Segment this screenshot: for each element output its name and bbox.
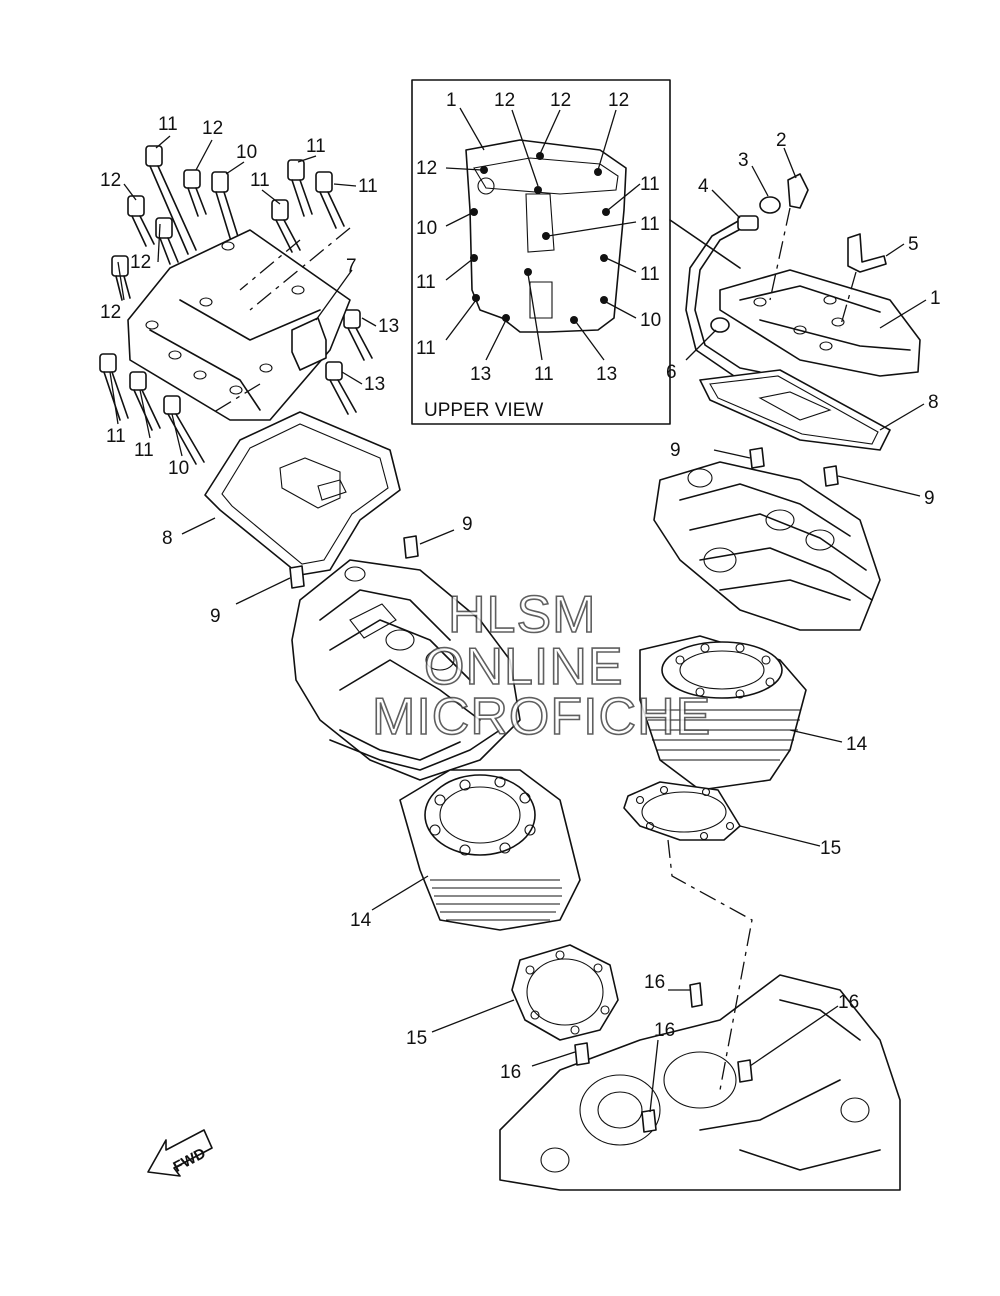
callout-8: 8	[928, 392, 939, 413]
callout-16: 16	[644, 972, 665, 993]
right-gasket	[699, 369, 891, 451]
callout-11: 11	[106, 426, 126, 447]
dowel-16-a	[689, 982, 703, 1008]
left-base-gasket	[511, 944, 619, 1041]
callout-13: 13	[470, 364, 491, 385]
callout-11: 11	[250, 170, 270, 191]
callout-9: 9	[670, 440, 681, 461]
left-cylinder-head	[289, 535, 521, 781]
bolt-11-f	[129, 371, 161, 431]
right-base-gasket	[623, 781, 741, 841]
callout-11: 11	[640, 174, 660, 195]
callout-11: 11	[534, 364, 554, 385]
bolt-13-a	[343, 309, 373, 361]
callout-12: 12	[202, 118, 223, 139]
callout-13: 13	[596, 364, 617, 385]
dowel-9-d	[823, 465, 839, 487]
callout-12: 12	[494, 90, 515, 111]
bolt-11-b	[287, 159, 313, 217]
callout-1: 1	[930, 288, 941, 309]
watermark-line-1: HLSM	[448, 586, 596, 644]
right-rocker-cover	[719, 269, 921, 377]
fitting-5	[847, 233, 887, 273]
parts-2-3-5	[710, 173, 887, 333]
callout-9: 9	[462, 514, 473, 535]
callout-14: 14	[350, 910, 372, 931]
callout-16: 16	[838, 992, 859, 1013]
callout-1: 1	[446, 90, 457, 111]
callout-4: 4	[698, 176, 709, 197]
callout-12: 12	[130, 252, 151, 273]
callout-11: 11	[358, 176, 378, 197]
bolt-12-a	[183, 169, 207, 217]
clamp-3	[759, 196, 781, 214]
dowel-16-d	[737, 1059, 753, 1083]
watermark: HLSM ONLINE MICROFICHE	[371, 585, 711, 747]
dowel-9-a	[403, 535, 419, 559]
callout-12: 12	[100, 170, 121, 191]
leader-lines	[109, 107, 927, 1113]
dowel-9-c	[749, 447, 765, 469]
callout-10: 10	[236, 142, 257, 163]
callout-12: 12	[550, 90, 571, 111]
callout-11: 11	[134, 440, 154, 461]
callout-13: 13	[364, 374, 385, 395]
dowel-16-b	[574, 1042, 590, 1066]
callout-11: 11	[306, 136, 326, 157]
callout-16: 16	[500, 1062, 521, 1083]
callout-11: 11	[158, 114, 178, 135]
callout-12: 12	[608, 90, 629, 111]
fwd-arrow: FWD	[147, 1129, 213, 1177]
callout-9: 9	[210, 606, 221, 627]
callout-14: 14	[846, 734, 868, 755]
callout-11: 11	[640, 264, 660, 285]
clamp-6	[710, 317, 730, 333]
callout-3: 3	[738, 150, 749, 171]
callout-8: 8	[162, 528, 173, 549]
bolt-12-b	[127, 195, 155, 247]
bolt-11-c	[315, 171, 345, 229]
bolt-10-b	[163, 395, 205, 465]
callout-9: 9	[924, 488, 935, 509]
bolt-13-b	[325, 361, 357, 415]
callout-11: 11	[416, 272, 436, 293]
dowel-16-c	[641, 1109, 657, 1133]
fitting-2	[787, 173, 809, 209]
callout-10: 10	[416, 218, 437, 239]
left-rocker-cover	[127, 227, 351, 421]
watermark-line-2: ONLINE	[424, 638, 624, 696]
bolt-11-d	[271, 199, 301, 253]
right-assembly-centerline	[667, 839, 753, 1091]
right-cylinder-head	[653, 447, 881, 631]
bolt-11-e	[99, 353, 129, 421]
callout-5: 5	[908, 234, 919, 255]
crankcase	[499, 974, 901, 1191]
inset-frame	[411, 79, 671, 425]
callout-15: 15	[406, 1028, 427, 1049]
callout-12: 12	[100, 302, 121, 323]
callout-12: 12	[416, 158, 437, 179]
bolt-11-a	[145, 145, 197, 255]
callout-16: 16	[654, 1020, 675, 1041]
callout-15: 15	[820, 838, 841, 859]
right-cylinder	[639, 635, 807, 791]
callout-numbers: 11 12 10 11 11 11 12 12 12 7 13 13 11 11…	[100, 90, 941, 1083]
left-gasket	[204, 411, 401, 576]
callout-11: 11	[416, 338, 436, 359]
dowel-9-b	[289, 565, 305, 589]
inset-title: UPPER VIEW	[424, 400, 543, 421]
callout-7: 7	[346, 256, 357, 277]
callout-10: 10	[168, 458, 189, 479]
callout-11: 11	[640, 214, 660, 235]
left-cylinder	[399, 769, 581, 931]
callout-13: 13	[378, 316, 399, 337]
upper-view-inset: UPPER VIEW	[411, 79, 671, 425]
watermark-line-3: MICROFICHE	[372, 688, 711, 746]
callout-6: 6	[666, 362, 677, 383]
callout-10: 10	[640, 310, 661, 331]
callout-2: 2	[776, 130, 787, 151]
